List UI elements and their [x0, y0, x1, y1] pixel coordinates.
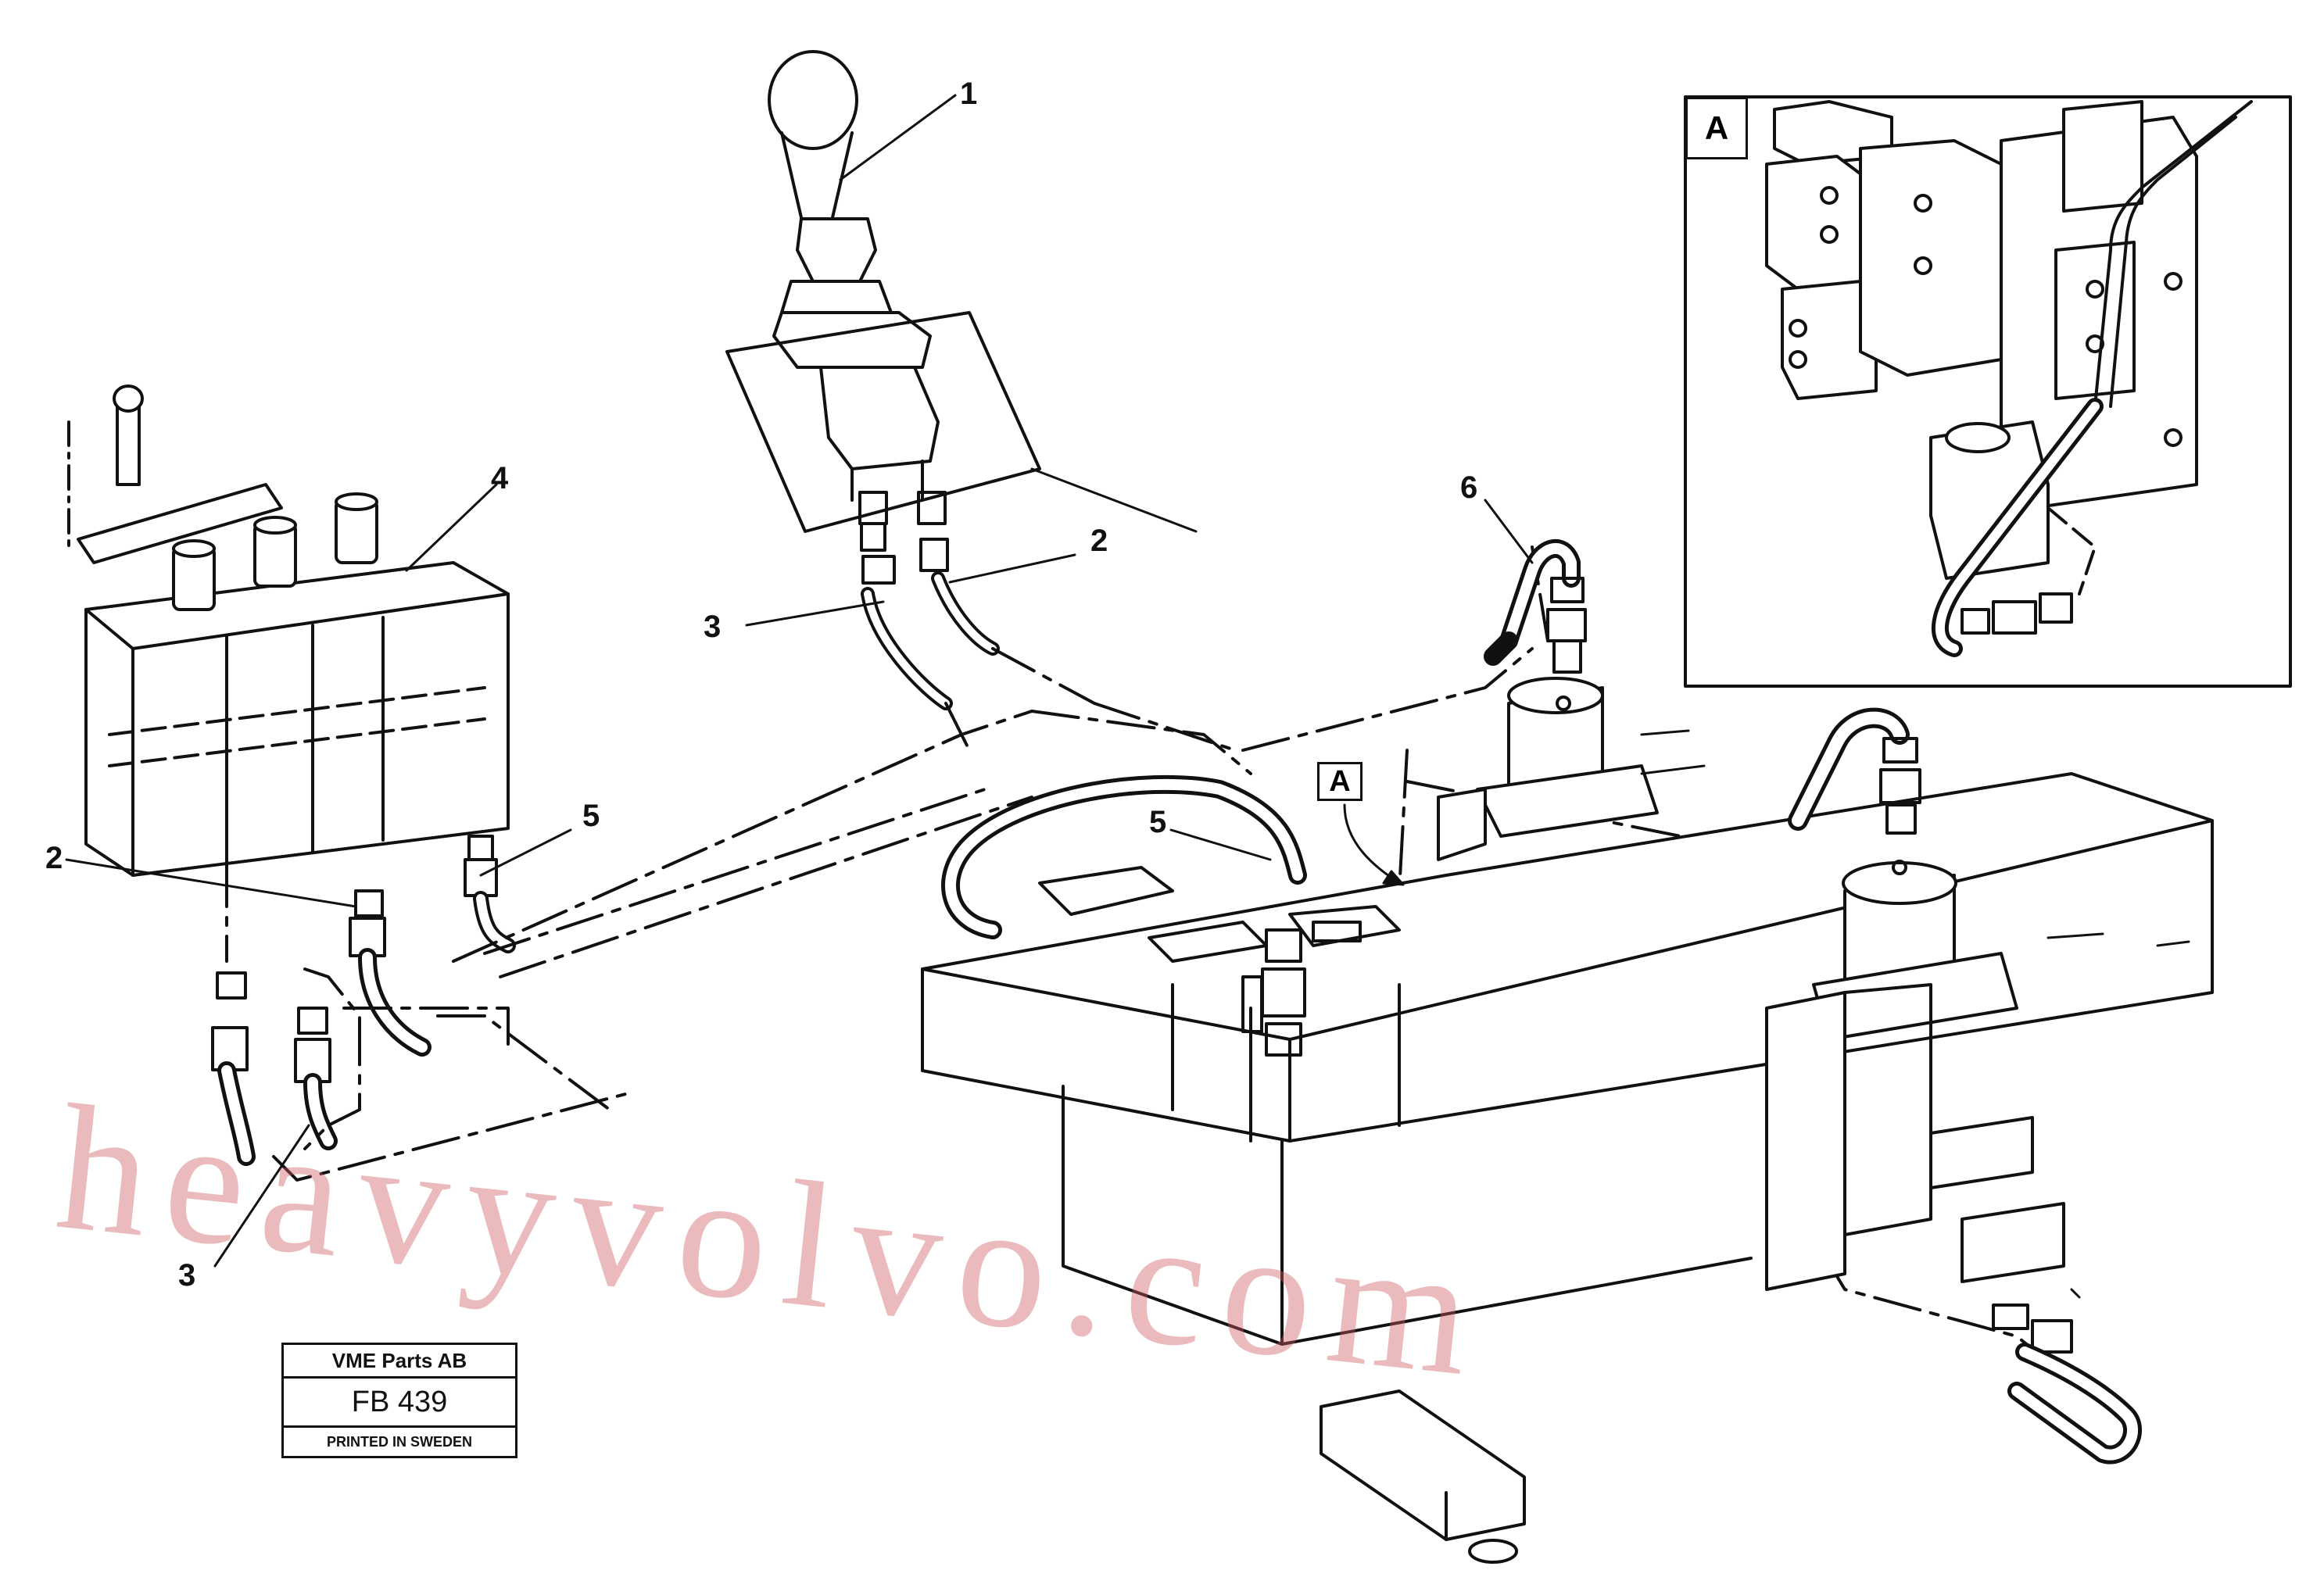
- stamp-company: VME Parts AB: [284, 1345, 515, 1379]
- callout-6: 6: [1460, 470, 1478, 505]
- callout-3-bottom: 3: [178, 1258, 196, 1293]
- callout-2-left: 2: [45, 841, 63, 875]
- control-lever: [725, 50, 1041, 585]
- lever-hoses: [861, 571, 1000, 710]
- inset-label-a: A: [1685, 97, 1748, 159]
- stamp-printed: PRINTED IN SWEDEN: [326, 1434, 472, 1450]
- callout-5-centre: 5: [1149, 805, 1167, 839]
- construction-lines: [1030, 467, 2190, 1299]
- inset-detail-a: [1684, 95, 2292, 688]
- pressure-switch-right: [1765, 707, 2142, 1464]
- valve-block: [67, 384, 510, 877]
- left-hoses: [211, 835, 516, 1166]
- callout-3-top: 3: [704, 610, 722, 644]
- callout-2-top: 2: [1090, 524, 1108, 558]
- title-stamp: VME Parts AB FB 439 PRINTED IN SWEDEN: [281, 1343, 517, 1458]
- callout-1: 1: [960, 77, 978, 111]
- callout-4: 4: [491, 461, 509, 495]
- pressure-switch-centre: [1437, 538, 1659, 861]
- stamp-code: FB 439: [284, 1379, 515, 1428]
- leader-lines: [65, 94, 1534, 1268]
- view-reference-a: A: [1317, 762, 1363, 801]
- callout-5-left: 5: [582, 799, 600, 833]
